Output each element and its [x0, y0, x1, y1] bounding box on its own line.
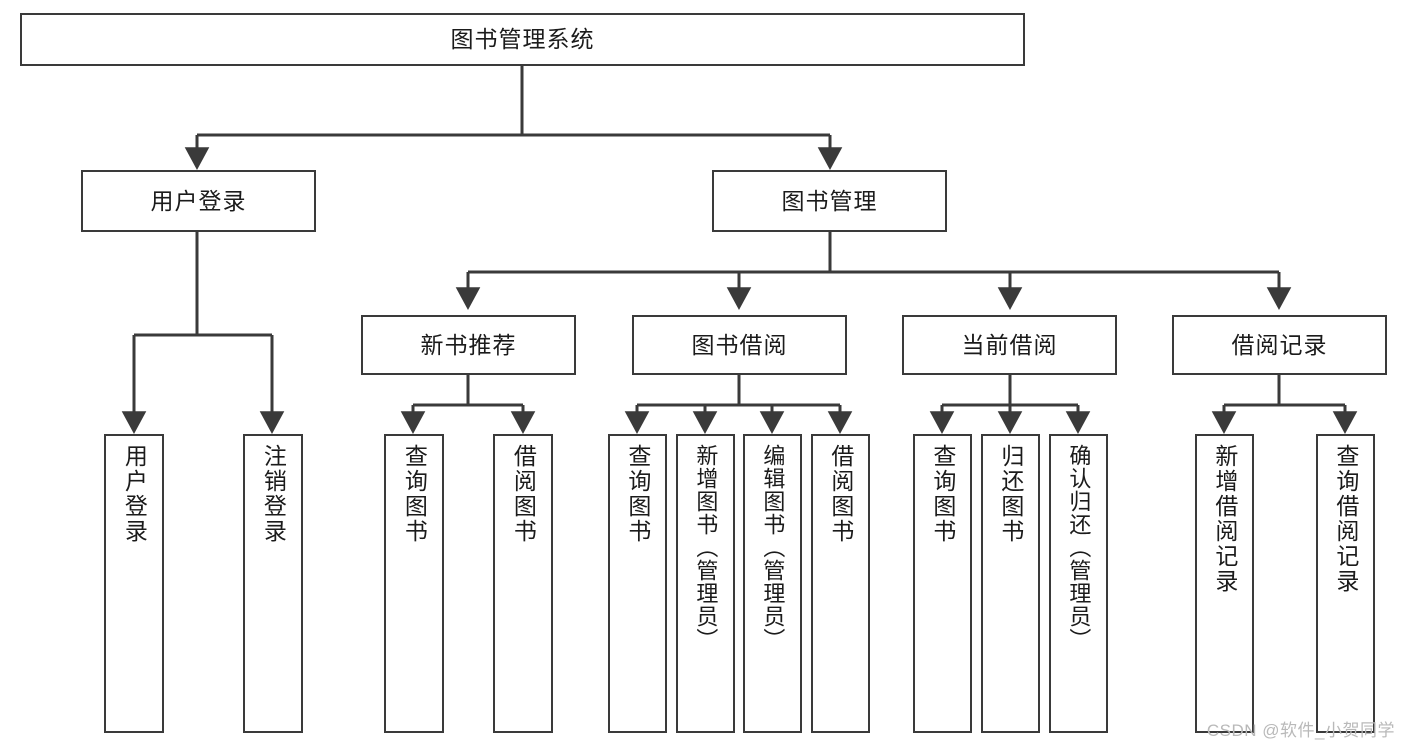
node-leaf-query-book-2-label: 查询图书: [624, 444, 651, 544]
node-leaf-borrow-book-1-label: 借阅图书: [510, 444, 537, 544]
node-leaf-confirm-return-label: 确认归还（管理员）: [1066, 444, 1092, 651]
node-leaf-return-book[interactable]: 归还图书: [981, 434, 1040, 733]
node-borrow-record-label: 借阅记录: [1231, 331, 1328, 358]
node-book-management[interactable]: 图书管理: [712, 170, 947, 232]
node-new-book-recommend-label: 新书推荐: [420, 331, 517, 358]
node-current-borrow[interactable]: 当前借阅: [902, 315, 1117, 375]
node-current-borrow-label: 当前借阅: [961, 331, 1058, 358]
node-book-borrow[interactable]: 图书借阅: [632, 315, 847, 375]
node-new-book-recommend[interactable]: 新书推荐: [361, 315, 576, 375]
node-leaf-edit-book[interactable]: 编辑图书（管理员）: [743, 434, 802, 733]
node-book-management-label: 图书管理: [781, 187, 878, 214]
node-user-login[interactable]: 用户登录: [81, 170, 316, 232]
node-leaf-user-logout-label: 注销登录: [260, 444, 287, 544]
node-leaf-borrow-book-2-label: 借阅图书: [827, 444, 854, 544]
node-book-borrow-label: 图书借阅: [691, 331, 788, 358]
node-leaf-query-book-2[interactable]: 查询图书: [608, 434, 667, 733]
node-leaf-user-login[interactable]: 用户登录: [104, 434, 164, 733]
node-leaf-add-book-label: 新增图书（管理员）: [693, 444, 719, 651]
node-leaf-query-book-1[interactable]: 查询图书: [384, 434, 444, 733]
node-leaf-query-book-3-label: 查询图书: [929, 444, 956, 544]
node-leaf-confirm-return[interactable]: 确认归还（管理员）: [1049, 434, 1108, 733]
node-leaf-user-logout[interactable]: 注销登录: [243, 434, 303, 733]
node-leaf-user-login-label: 用户登录: [121, 444, 148, 544]
node-leaf-add-record[interactable]: 新增借阅记录: [1195, 434, 1254, 733]
node-leaf-query-record-label: 查询借阅记录: [1332, 444, 1359, 594]
node-leaf-add-record-label: 新增借阅记录: [1211, 444, 1238, 594]
node-root[interactable]: 图书管理系统: [20, 13, 1025, 66]
node-borrow-record[interactable]: 借阅记录: [1172, 315, 1387, 375]
node-leaf-return-book-label: 归还图书: [997, 444, 1024, 544]
node-leaf-borrow-book-2[interactable]: 借阅图书: [811, 434, 870, 733]
node-leaf-add-book[interactable]: 新增图书（管理员）: [676, 434, 735, 733]
node-leaf-query-book-3[interactable]: 查询图书: [913, 434, 972, 733]
node-leaf-edit-book-label: 编辑图书（管理员）: [760, 444, 786, 651]
node-leaf-query-record[interactable]: 查询借阅记录: [1316, 434, 1375, 733]
csdn-watermark: CSDN @软件_小贺同学: [1206, 721, 1395, 740]
node-leaf-query-book-1-label: 查询图书: [401, 444, 428, 544]
node-leaf-borrow-book-1[interactable]: 借阅图书: [493, 434, 553, 733]
node-root-label: 图书管理系统: [450, 26, 595, 52]
node-user-login-label: 用户登录: [150, 187, 247, 214]
